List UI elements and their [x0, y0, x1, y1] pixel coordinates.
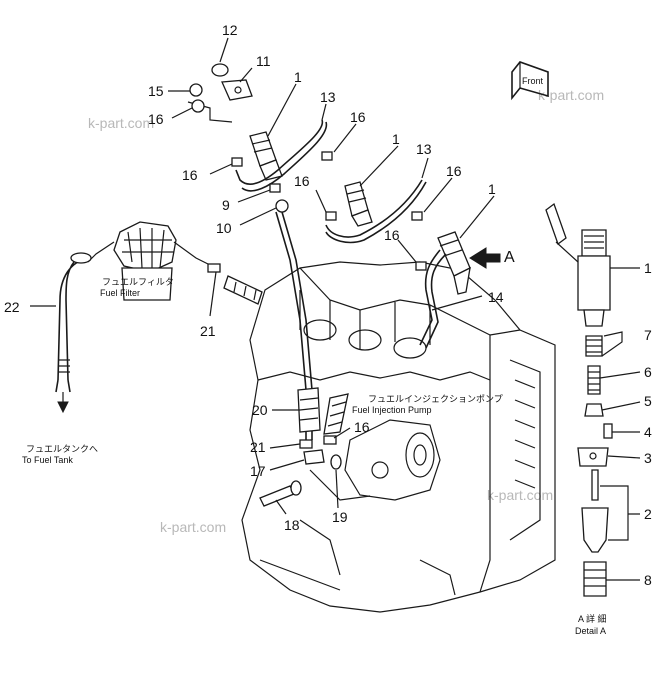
callout-20: 20 — [252, 402, 268, 418]
fuel-tank-label-jp: フュエルタンクへ — [26, 444, 98, 454]
injection-pump-label-en: Fuel Injection Pump — [352, 405, 432, 415]
callout-16: 16 — [446, 163, 462, 179]
callout-17: 17 — [250, 463, 266, 479]
callout-12: 12 — [222, 22, 238, 38]
callout-13: 13 — [320, 89, 336, 105]
small-parts — [189, 63, 427, 507]
callout-13: 13 — [416, 141, 432, 157]
callout-7: 7 — [644, 327, 652, 343]
callout-8: 8 — [644, 572, 652, 588]
leader-lines — [30, 37, 641, 581]
view-arrow-a: A — [469, 247, 515, 269]
injector-nozzle-1-right — [437, 231, 471, 295]
watermark: k-part.com — [88, 115, 154, 131]
callout-6: 6 — [644, 364, 652, 380]
callout-10: 10 — [216, 220, 232, 236]
fuel-hose-22 — [55, 252, 92, 414]
view-arrow-label: A — [504, 249, 515, 266]
fuel-filter-label-jp: フュエルフィルタ — [102, 277, 174, 287]
injector-nozzle-1-left — [249, 131, 283, 181]
callout-16: 16 — [354, 419, 370, 435]
fuel-lines — [187, 101, 349, 440]
watermark: k-part.com — [538, 87, 604, 103]
callout-16: 16 — [294, 173, 310, 189]
fuel-filter: フュエルフィルタ Fuel Filter — [87, 221, 213, 301]
callout-14: 14 — [488, 289, 504, 305]
engine-block — [241, 261, 556, 613]
callout-16: 16 — [148, 111, 164, 127]
callout-15: 15 — [148, 83, 164, 99]
detail-a-injector: A 詳 細 Detail A — [545, 202, 613, 636]
callout-2: 2 — [644, 506, 652, 522]
detail-a-label-en: Detail A — [575, 626, 606, 636]
injector-nozzle-1-mid — [344, 181, 373, 227]
callout-1: 1 — [294, 69, 302, 85]
callout-9: 9 — [222, 197, 230, 213]
callout-1: 1 — [488, 181, 496, 197]
callout-3: 3 — [644, 450, 652, 466]
callout-1: 1 — [644, 260, 652, 276]
callout-16: 16 — [350, 109, 366, 125]
callout-19: 19 — [332, 509, 348, 525]
callout-16: 16 — [182, 167, 198, 183]
callout-1: 1 — [392, 131, 400, 147]
front-label: Front — [522, 76, 544, 86]
callout-22: 22 — [4, 299, 20, 315]
callout-18: 18 — [284, 517, 300, 533]
injection-pipes — [235, 119, 447, 349]
callout-11: 11 — [256, 53, 271, 69]
front-direction-sign: Front — [511, 61, 549, 101]
watermark: k-part.com — [487, 487, 553, 503]
watermark: k-part.com — [160, 519, 226, 535]
callout-4: 4 — [644, 424, 652, 440]
callout-21: 21 — [200, 323, 216, 339]
callout-5: 5 — [644, 393, 652, 409]
fuel-filter-label-en: Fuel Filter — [100, 288, 140, 298]
injection-pump-label-jp: フュエルインジェクションポンプ — [368, 394, 503, 404]
callout-21: 21 — [250, 439, 266, 455]
fuel-tank-label-en: To Fuel Tank — [22, 455, 73, 465]
detail-a-label-jp: A 詳 細 — [578, 613, 607, 624]
callout-16: 16 — [384, 227, 400, 243]
callout-numbers: 12 11 15 16 1 13 16 16 16 1 13 16 9 10 1… — [4, 22, 652, 588]
